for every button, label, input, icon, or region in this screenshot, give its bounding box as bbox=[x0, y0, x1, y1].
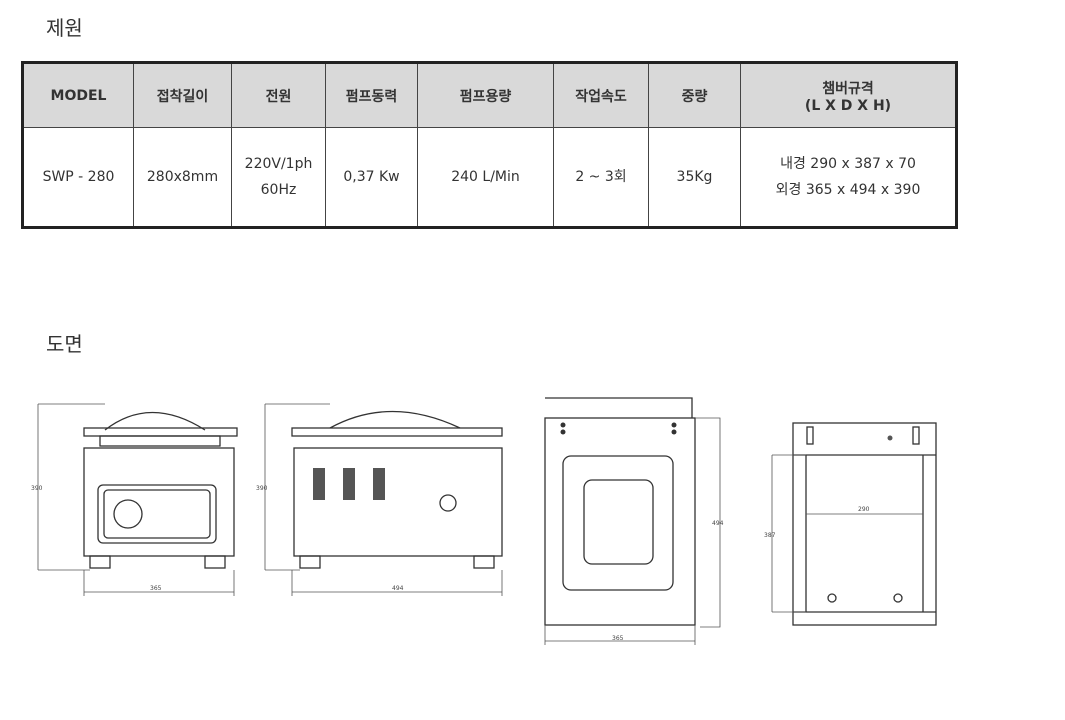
header-chamber: 챔버규격(L X D X H) bbox=[740, 62, 957, 128]
cell-power-frequency: 60Hz bbox=[260, 182, 297, 198]
header-weight: 중량 bbox=[648, 62, 741, 128]
chamber-depth-label: 387 bbox=[764, 532, 776, 539]
cell-pump-capacity: 240 L/Min bbox=[417, 127, 554, 228]
header-chamber-line1: 챔버규격 bbox=[822, 80, 874, 97]
front-height-label: 390 bbox=[31, 485, 43, 492]
cell-power-voltage: 220V/1ph bbox=[244, 156, 313, 172]
drawing-heading: 도면 bbox=[46, 332, 83, 356]
side-width-label: 494 bbox=[392, 585, 404, 592]
chamber-view-drawing: 290 387 bbox=[764, 422, 937, 626]
header-speed: 작업속도 bbox=[553, 62, 649, 128]
side-view-drawing: 390 494 bbox=[256, 403, 503, 596]
cell-chamber-inner: 내경 290 x 387 x 70 bbox=[780, 156, 916, 172]
cell-weight: 35Kg bbox=[648, 127, 741, 228]
spec-table: MODEL 접착길이 전원 펌프동력 펌프용량 작업속도 중량 챔버규격(L X… bbox=[21, 61, 958, 229]
front-width-label: 365 bbox=[150, 585, 162, 592]
cell-power: 220V/1ph 60Hz bbox=[231, 127, 326, 228]
header-power: 전원 bbox=[231, 62, 326, 128]
chamber-width-label: 290 bbox=[858, 506, 870, 513]
spec-heading: 제원 bbox=[46, 16, 83, 40]
top-view-drawing: 494 365 bbox=[544, 397, 724, 645]
header-seal-length: 접착길이 bbox=[133, 62, 232, 128]
side-height-label: 390 bbox=[256, 485, 268, 492]
front-view-drawing: 390 365 bbox=[31, 403, 238, 596]
cell-model: SWP - 280 bbox=[22, 127, 134, 228]
header-chamber-line2: (L X D X H) bbox=[804, 97, 892, 114]
cell-seal-length: 280x8mm bbox=[133, 127, 232, 228]
cell-chamber: 내경 290 x 387 x 70 외경 365 x 494 x 390 bbox=[740, 127, 957, 228]
cell-chamber-outer: 외경 365 x 494 x 390 bbox=[775, 182, 921, 198]
header-pump-power: 펌프동력 bbox=[325, 62, 418, 128]
top-width-label: 365 bbox=[612, 635, 624, 642]
top-depth-label: 494 bbox=[712, 520, 724, 527]
cell-speed: 2 ~ 3회 bbox=[553, 127, 649, 228]
header-model: MODEL bbox=[22, 62, 134, 128]
header-pump-capacity: 펌프용량 bbox=[417, 62, 554, 128]
table-header-row: MODEL 접착길이 전원 펌프동력 펌프용량 작업속도 중량 챔버규격(L X… bbox=[22, 62, 957, 128]
